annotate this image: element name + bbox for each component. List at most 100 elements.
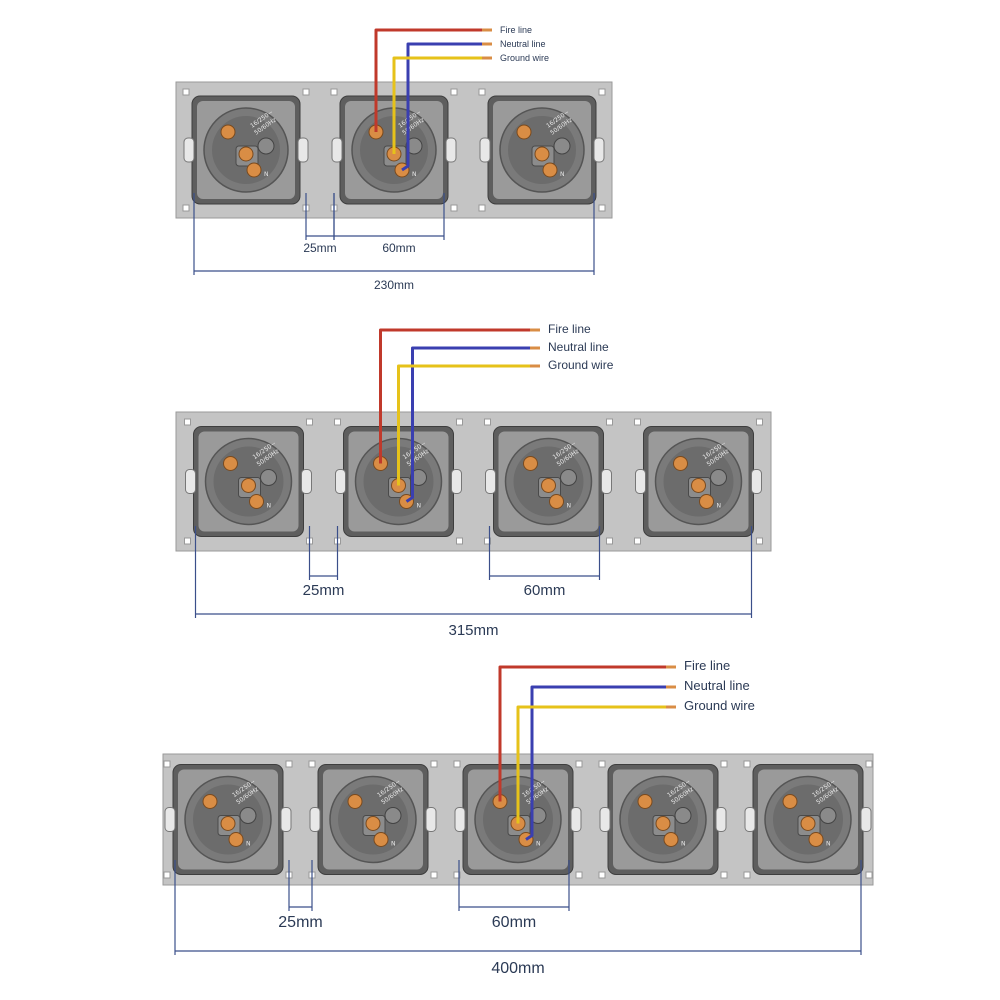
screw-hole	[674, 807, 692, 824]
right-clip	[297, 137, 309, 163]
terminal-live	[223, 456, 238, 471]
screw-hole	[529, 807, 547, 824]
fire-wire-label: Fire line	[500, 25, 532, 35]
mounting-hole	[430, 760, 438, 768]
mounting-hole	[634, 537, 641, 545]
terminal-neutral	[663, 832, 679, 847]
terminal-neutral	[549, 494, 564, 509]
neutral-mark: N	[264, 171, 269, 178]
left-clip	[185, 469, 196, 494]
screw-hole	[239, 807, 257, 824]
terminal-live	[202, 794, 218, 809]
neutral-wire-label: Neutral line	[684, 678, 750, 693]
dimension	[193, 193, 595, 275]
ground-wire-label: Ground wire	[500, 53, 549, 63]
ground-wire	[392, 56, 482, 154]
mounting-hole	[720, 760, 728, 768]
neutral-mark: N	[391, 841, 396, 848]
mounting-hole	[598, 204, 606, 212]
terminal-neutral	[249, 494, 264, 509]
neutral-mark: N	[681, 841, 686, 848]
module-dimension-label: 60mm	[492, 914, 536, 931]
mounting-hole	[756, 537, 763, 545]
assembly-quadruple: 16/250~50/60HzN16/250~50/60HzN16/250~50/…	[175, 322, 772, 639]
right-clip	[301, 469, 312, 494]
dimension	[174, 860, 862, 955]
left-clip	[164, 807, 176, 832]
mounting-hole	[865, 760, 873, 768]
mounting-hole	[456, 537, 463, 545]
module-dimension-label: 60mm	[382, 241, 415, 255]
fire-wire	[374, 28, 482, 132]
ground-wire	[397, 364, 530, 486]
terminal-neutral	[699, 494, 714, 509]
mounting-hole	[743, 871, 751, 879]
neutral-wire-label: Neutral line	[500, 39, 546, 49]
left-clip	[309, 807, 321, 832]
fire-wire	[498, 665, 666, 802]
mounting-hole	[743, 760, 751, 768]
terminal-ground	[691, 478, 706, 493]
terminal-ground	[534, 146, 550, 162]
mounting-hole	[163, 760, 171, 768]
neutral-mark: N	[267, 503, 272, 510]
terminal-live	[523, 456, 538, 471]
screw-hole	[819, 807, 837, 824]
neutral-mark: N	[717, 503, 722, 510]
terminal-ground	[241, 478, 256, 493]
mounting-hole	[720, 871, 728, 879]
mounting-hole	[456, 418, 463, 426]
terminal-live	[637, 794, 653, 809]
terminal-neutral	[246, 162, 262, 178]
mounting-hole	[756, 418, 763, 426]
dimension	[194, 526, 753, 618]
right-clip	[280, 807, 292, 832]
ground-wire-label: Ground wire	[684, 698, 755, 713]
terminal-ground	[220, 816, 236, 831]
neutral-wire	[405, 346, 530, 503]
mounting-hole	[575, 760, 583, 768]
neutral-wire-label: Neutral line	[548, 340, 609, 354]
mounting-hole	[606, 537, 613, 545]
fire-wire-label: Fire line	[684, 658, 730, 673]
dimension	[333, 193, 445, 240]
right-clip	[593, 137, 605, 163]
dimension	[488, 526, 601, 580]
left-clip	[479, 137, 491, 163]
mounting-hole	[163, 871, 171, 879]
left-clip	[744, 807, 756, 832]
right-clip	[601, 469, 612, 494]
mounting-hole	[334, 418, 341, 426]
left-clip	[635, 469, 646, 494]
mounting-hole	[606, 418, 613, 426]
dimensions: 25mm 60mm 230mm	[193, 193, 595, 292]
neutral-mark: N	[560, 171, 565, 178]
fire-wire-label: Fire line	[548, 322, 591, 336]
neutral-mark: N	[412, 171, 417, 178]
mounting-hole	[484, 418, 491, 426]
total-dimension-label: 230mm	[374, 278, 414, 292]
terminal-neutral	[228, 832, 244, 847]
terminal-neutral	[542, 162, 558, 178]
mounting-hole	[478, 204, 486, 212]
mounting-hole	[575, 871, 583, 879]
gap-dimension-label: 25mm	[303, 582, 345, 599]
right-clip	[451, 469, 462, 494]
module-dimension-label: 60mm	[524, 582, 566, 599]
mounting-hole	[598, 760, 606, 768]
dimension	[458, 860, 570, 911]
gap-dimension-label: 25mm	[303, 241, 336, 255]
assembly-triple: 16/250~50/60HzN16/250~50/60HzN16/250~50/…	[175, 25, 613, 292]
right-clip	[445, 137, 457, 163]
dimension	[288, 860, 313, 911]
mounting-hole	[184, 418, 191, 426]
ground-wire	[516, 705, 666, 824]
mounting-hole	[302, 88, 310, 96]
screw-hole	[384, 807, 402, 824]
